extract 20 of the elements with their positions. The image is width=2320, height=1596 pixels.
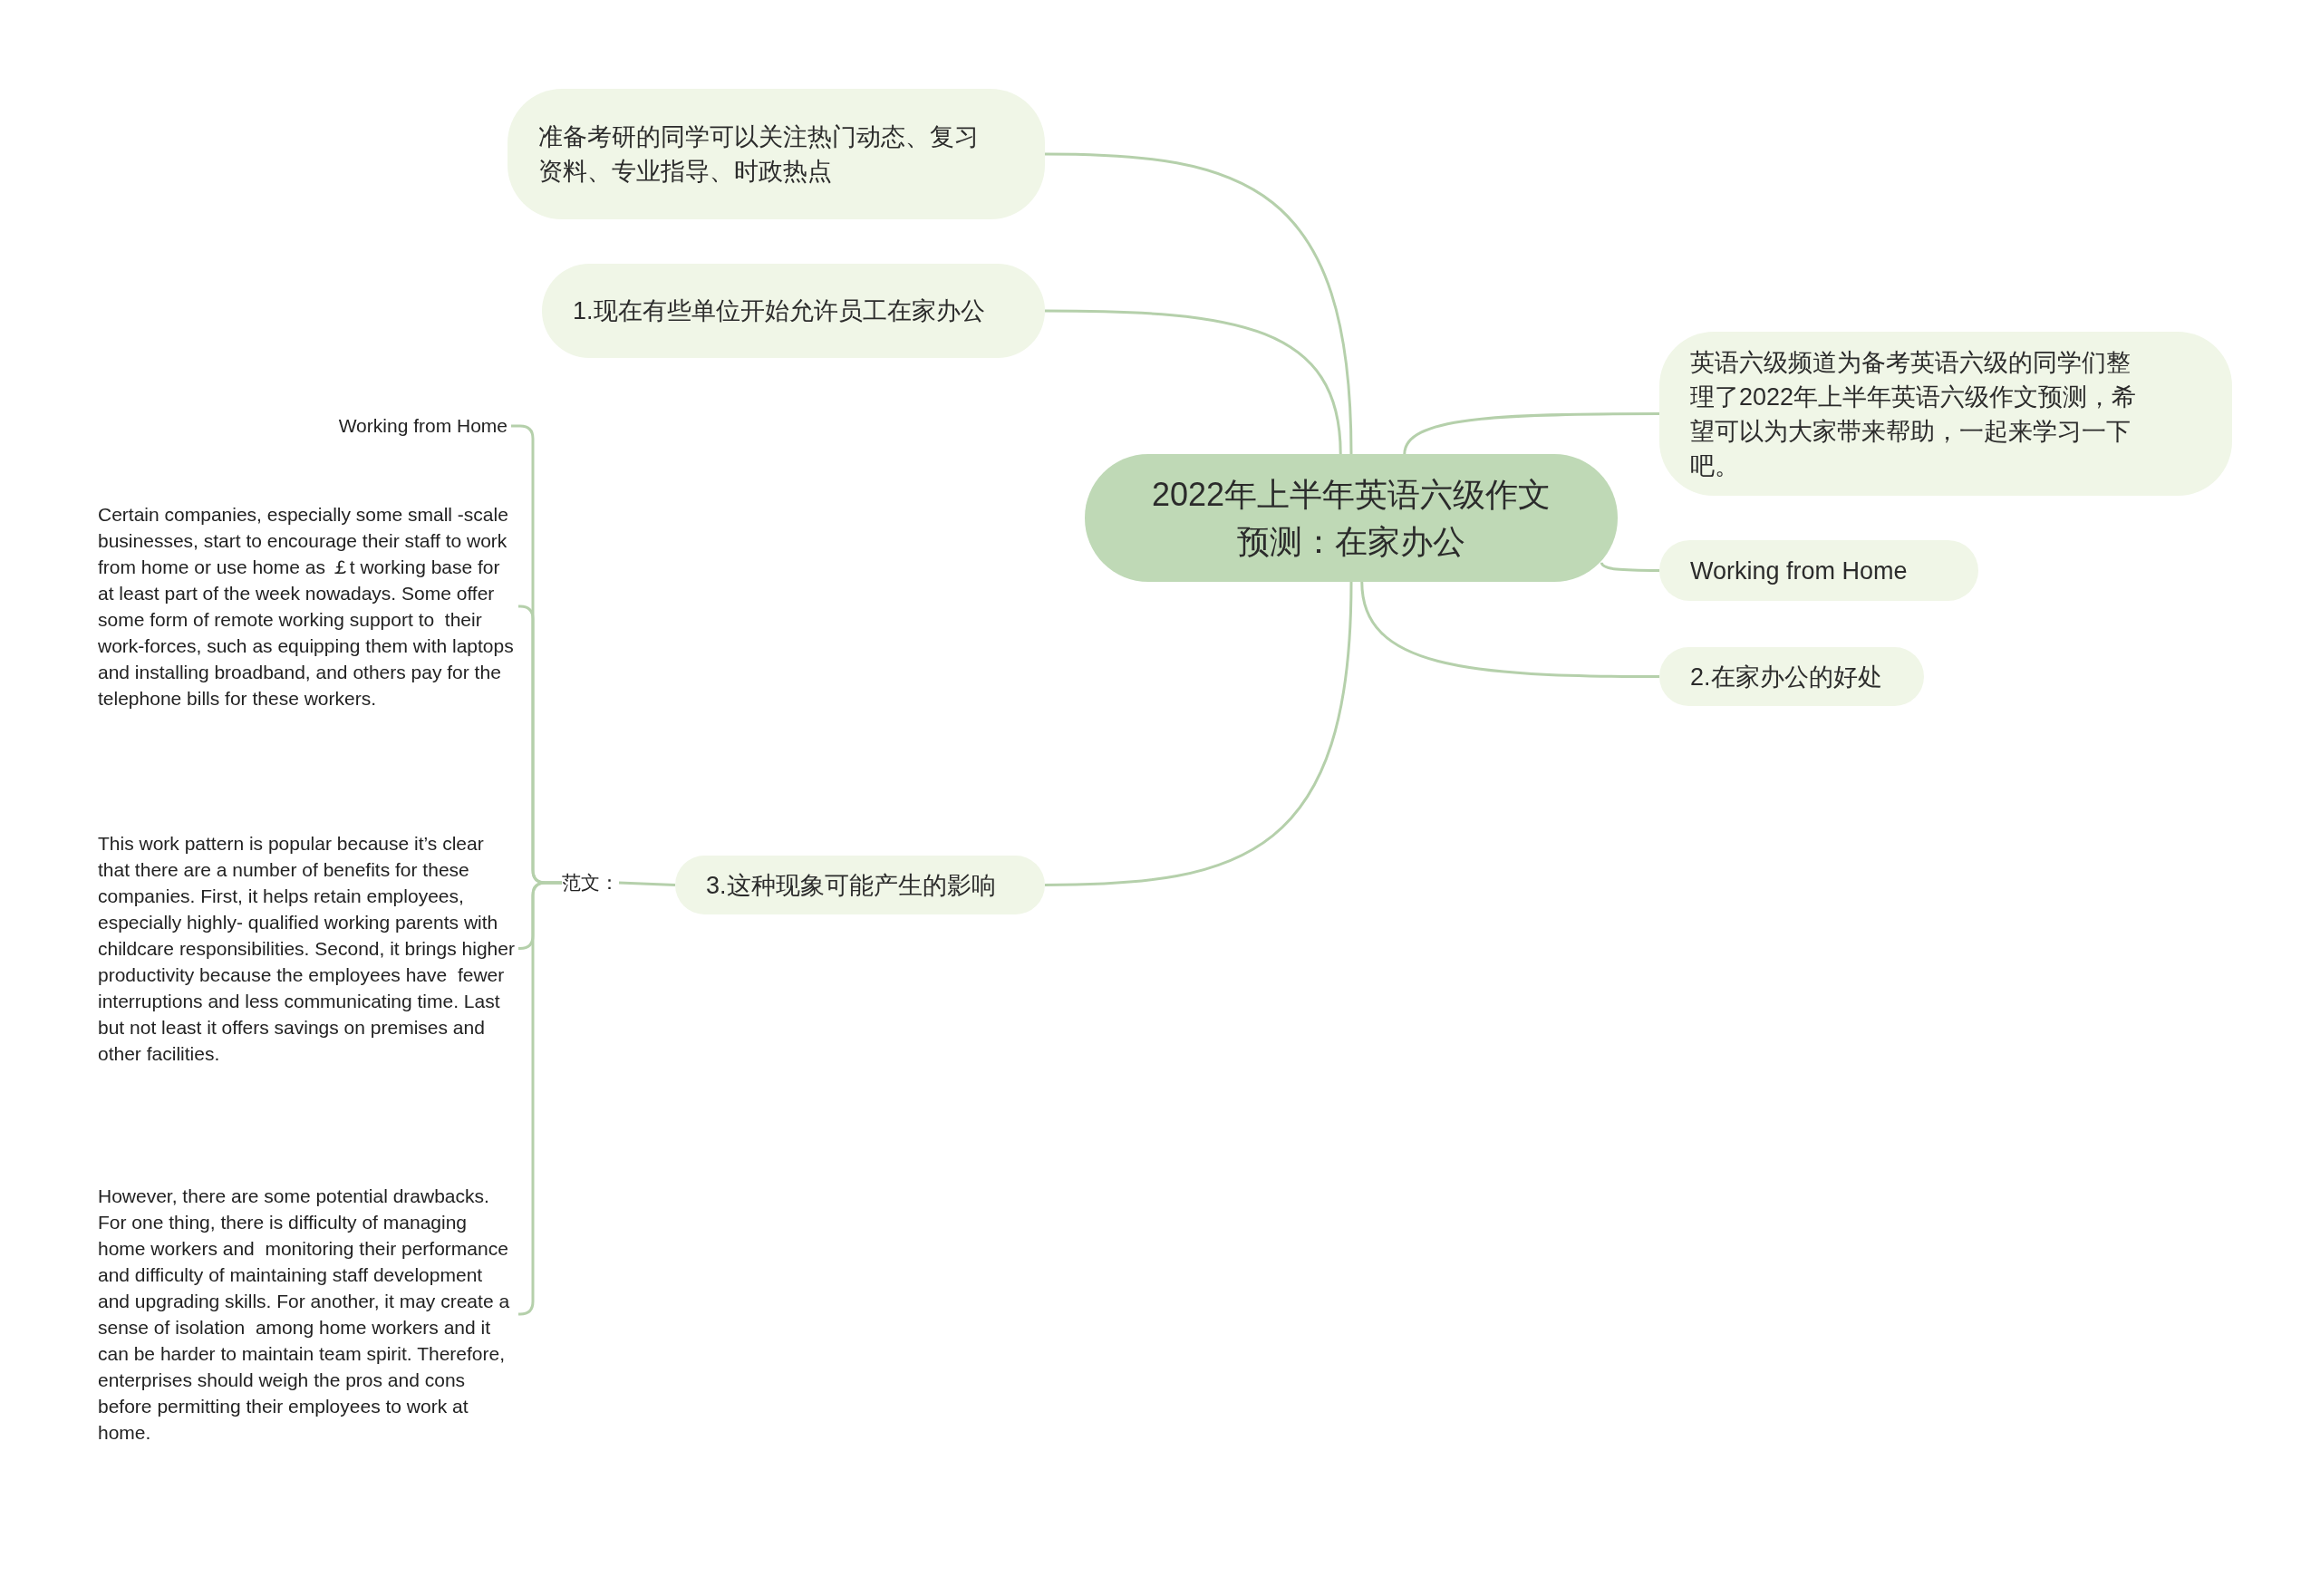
paragraph-text: However, there are some potential drawbacks. For one thing, there is difficulty of managing home workers and monitoring their performance and difficulty of maintaining staff development and upgrading skills. For another, it may create a sense of isolation among home workers and it can be harder to maintain team spirit. Therefore, enterprises should weigh the pros and cons before permitting their employees to work at home. <box>98 1183 515 1446</box>
topic-bubble: 2.在家办公的好处 <box>1659 647 1924 706</box>
connector-line <box>618 881 676 886</box>
topic-bubble: 英语六级频道为备考英语六级的同学们整理了2022年上半年英语六级作文预测，希望可以为大家带来帮助，一起来学习一下吧。 <box>1659 332 2232 496</box>
connector-line <box>1360 581 1659 678</box>
paragraph-text: Certain companies, especially some small -scale businesses, start to encourage their staff to work from home or use home as ￡t working base for at least part of the week nowadays. Some offer some form of remote working support to their work-forces, such as equipping them with laptops and installing broadband, and others pay for the telephone bills for these workers. <box>98 501 515 711</box>
paragraph-text: This work pattern is popular because it’s clear that there are a number of benefits for these companies. First, it helps retain employees, especially highly- qualified working parents with childcare responsibilities. Second, it brings higher productivity because the employees have fewer interruptions and less communicating time. Last but not least it offers savings on premises and other facilities. <box>98 830 515 1067</box>
connector-line <box>1044 152 1353 455</box>
connector-line <box>1403 412 1659 455</box>
topic-bubble: Working from Home <box>1659 540 1978 601</box>
branch-text: 范文： <box>562 870 619 895</box>
connector-line <box>517 881 562 1316</box>
connector-line <box>1044 581 1353 886</box>
topic-bubble: 3.这种现象可能产生的影响 <box>675 856 1045 914</box>
central-topic: 2022年上半年英语六级作文预测：在家办公 <box>1085 454 1618 582</box>
branch-text: Working from Home <box>338 413 508 439</box>
topic-bubble: 准备考研的同学可以关注热门动态、复习资料、专业指导、时政热点 <box>508 89 1045 219</box>
topic-bubble: 1.现在有些单位开始允许员工在家办公 <box>542 264 1045 358</box>
connector-line <box>1600 562 1659 572</box>
connector-line <box>1045 309 1342 455</box>
